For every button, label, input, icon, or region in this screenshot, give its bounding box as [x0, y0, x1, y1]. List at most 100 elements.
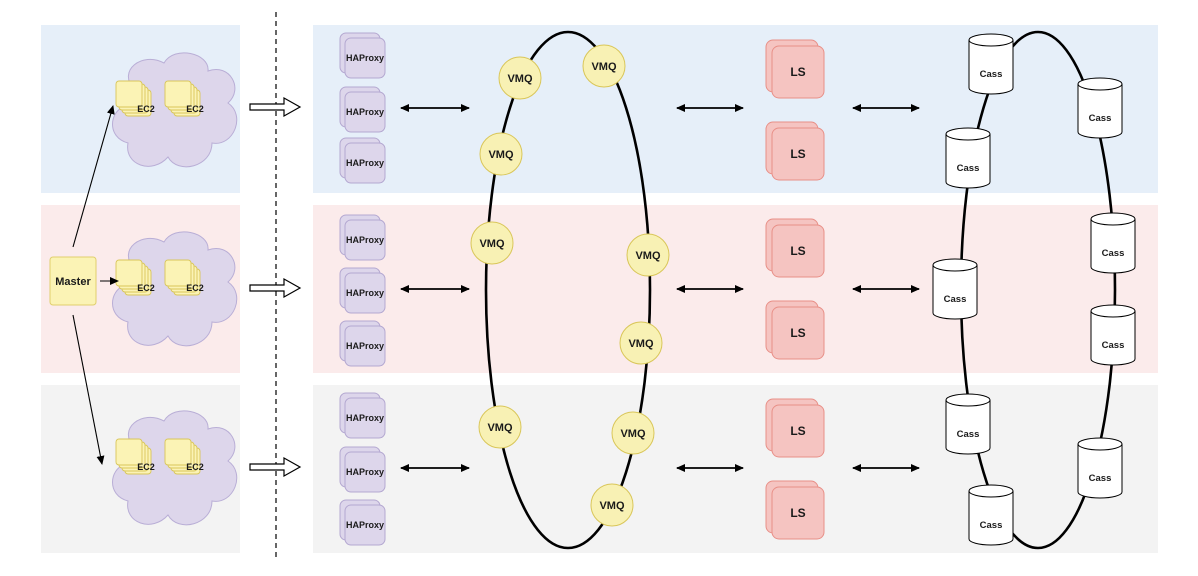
haproxy-stack: HAProxy [339, 86, 386, 133]
cass-cylinder: Cass [945, 393, 991, 455]
haproxy-card-front [344, 272, 386, 314]
ec2-label: EC2 [186, 462, 204, 472]
vmq-circle [611, 411, 655, 455]
haproxy-stack: HAProxy [339, 499, 386, 546]
haproxy-label: HAProxy [346, 235, 384, 245]
haproxy-label: HAProxy [346, 107, 384, 117]
cass-body [1090, 218, 1136, 274]
haproxy-card-front [344, 142, 386, 184]
right-band-region-3 [313, 385, 1158, 553]
cass-label: Cass [1089, 473, 1112, 484]
ls-label: LS [790, 424, 805, 438]
cass-body [1077, 83, 1123, 139]
vmq-node: VMQ [478, 405, 522, 449]
cass-label: Cass [1089, 113, 1112, 124]
ls-card-front [771, 45, 825, 99]
cass-top [1077, 77, 1123, 91]
double-arrows [400, 104, 920, 472]
ls-stack: LS [765, 398, 825, 458]
ls-card-front [771, 404, 825, 458]
haproxy-card-front [344, 504, 386, 546]
cass-cylinder: Cass [932, 258, 978, 320]
cass-label: Cass [980, 520, 1003, 531]
haproxy-stack: HAProxy [339, 214, 386, 261]
haproxy-card-front [344, 397, 386, 439]
ls-card-front [771, 127, 825, 181]
cass-cylinder: Cass [945, 127, 991, 189]
ls-card-front [771, 486, 825, 540]
cass-label: Cass [1102, 340, 1125, 351]
vmq-node: VMQ [619, 321, 663, 365]
haproxy-stack: HAProxy [339, 446, 386, 493]
ec2-label: EC2 [186, 283, 204, 293]
vmq-label: VMQ [620, 428, 646, 440]
ec2-stack: EC2 [164, 259, 204, 296]
cass-top [968, 484, 1014, 498]
haproxy-label: HAProxy [346, 341, 384, 351]
ls-stack: LS [765, 300, 825, 360]
vmq-node: VMQ [590, 483, 634, 527]
ec2-card [164, 438, 192, 466]
vmq-label: VMQ [487, 422, 513, 434]
ls-label: LS [790, 147, 805, 161]
vmq-label: VMQ [591, 61, 617, 73]
cass-top [945, 127, 991, 141]
haproxy-label: HAProxy [346, 413, 384, 423]
ec2-card [164, 80, 192, 108]
cass-top [932, 258, 978, 272]
ec2-label: EC2 [137, 462, 155, 472]
ls-stack: LS [765, 218, 825, 278]
cass-cylinder: Cass [968, 484, 1014, 546]
cass-top [1090, 212, 1136, 226]
cass-body [932, 264, 978, 320]
vmq-circle [470, 221, 514, 265]
haproxy-label: HAProxy [346, 288, 384, 298]
haproxy-stack: HAProxy [339, 320, 386, 367]
ec2-stack: EC2 [164, 438, 204, 475]
ls-label: LS [790, 506, 805, 520]
vmq-circle [498, 56, 542, 100]
haproxy-card-front [344, 91, 386, 133]
ls-stack: LS [765, 480, 825, 540]
hollow-arrow-icon [249, 456, 302, 478]
haproxy-label: HAProxy [346, 467, 384, 477]
haproxy-label: HAProxy [346, 520, 384, 530]
cass-cylinder: Cass [968, 33, 1014, 95]
vmq-label: VMQ [599, 500, 625, 512]
haproxy-stack: HAProxy [339, 392, 386, 439]
right-band-region-1 [313, 25, 1158, 193]
cass-cylinder: Cass [1077, 437, 1123, 499]
master-arrow-down [72, 314, 105, 465]
vmq-label: VMQ [635, 250, 661, 262]
ls-stack: LS [765, 39, 825, 99]
hollow-arrows [249, 96, 302, 478]
ec2-stack: EC2 [115, 259, 155, 296]
ls-label: LS [790, 244, 805, 258]
ls-stack: LS [765, 121, 825, 181]
cass-label: Cass [957, 429, 980, 440]
vmq-node: VMQ [498, 56, 542, 100]
haproxy-label: HAProxy [346, 158, 384, 168]
ec2-card [164, 259, 192, 287]
vmq-label: VMQ [479, 238, 505, 250]
haproxy-card-front [344, 37, 386, 79]
cass-label: Cass [980, 69, 1003, 80]
ec2-stack: EC2 [164, 80, 204, 117]
ls-label: LS [790, 326, 805, 340]
cass-top [968, 33, 1014, 47]
vmq-circle [590, 483, 634, 527]
hollow-arrow-icon [249, 96, 302, 118]
cass-cylinder: Cass [1077, 77, 1123, 139]
vmq-circle [582, 44, 626, 88]
master-arrows [72, 105, 119, 465]
cass-cylinder: Cass [1090, 212, 1136, 274]
ls-card-front [771, 224, 825, 278]
cass-label: Cass [1102, 248, 1125, 259]
ls-label: LS [790, 65, 805, 79]
vmq-circle [479, 132, 523, 176]
cass-label: Cass [944, 294, 967, 305]
